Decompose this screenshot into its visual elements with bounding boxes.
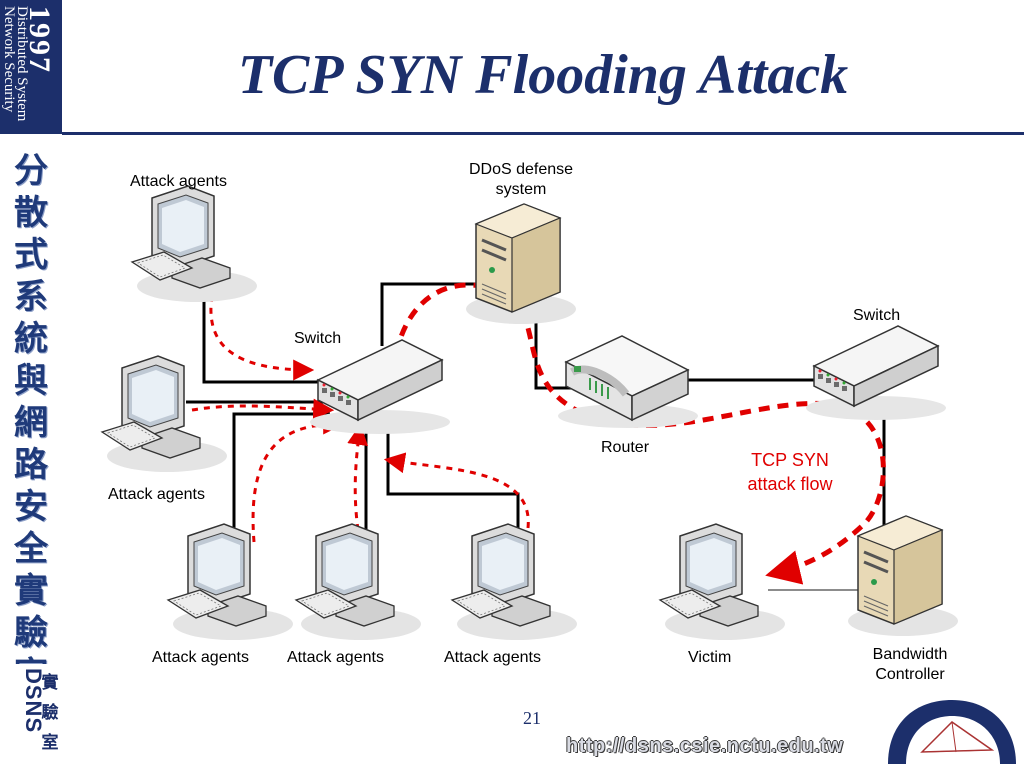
link-switch-ddos (380, 282, 476, 346)
label-ddos-line1: DDoS defense (468, 161, 574, 178)
sidebar-branding: 1997 Distributed System Network Security… (0, 0, 62, 768)
label-attack-agents-mid: Attack agents (108, 486, 205, 503)
label-attack-agents-b1: Attack agents (152, 649, 249, 666)
page-number: 21 (523, 708, 541, 728)
flow-agent-b1 (251, 413, 345, 543)
title-rule (62, 132, 1024, 135)
syn-flow-path (393, 282, 886, 585)
flow-agent-b2 (347, 423, 369, 531)
victim-pc (659, 523, 786, 641)
link-ddos-router (534, 314, 574, 390)
label-bandwidth-controller: Bandwidth Controller (852, 645, 968, 685)
label-ddos-line2: system (495, 181, 547, 198)
label-switch-left: Switch (294, 330, 342, 347)
label-attack-agents-b2: Attack agents (287, 649, 384, 666)
flow-agent-b3 (383, 452, 530, 529)
label-router: Router (601, 439, 650, 456)
slide-title: TCP SYN Flooding Attack (237, 44, 849, 106)
attack-agent-b2-pc (295, 523, 422, 641)
attack-agent-top-pc (131, 185, 258, 303)
lab-cjk-text: 實驗室 (41, 673, 59, 753)
flow-agent-mid (191, 398, 335, 420)
label-victim: Victim (688, 649, 732, 666)
year-banner (0, 0, 62, 134)
label-attack-agents-b3: Attack agents (444, 649, 541, 666)
label-syn-line2: attack flow (747, 474, 833, 494)
ddos-defense-server (464, 202, 578, 326)
label-syn-flow: TCP SYN attack flow (730, 448, 850, 496)
attack-agent-mid-pc (101, 355, 228, 473)
link-agent-b3-switch (386, 418, 520, 532)
switch-left-device (309, 339, 451, 435)
dsns-footer-logo (888, 700, 1016, 764)
label-ddos-defense: DDoS defense system (456, 160, 586, 200)
label-syn-line1: TCP SYN (751, 450, 829, 470)
router-device (558, 336, 698, 428)
attack-agent-b3-pc (451, 523, 578, 641)
link-agent-b1-switch (232, 412, 330, 532)
label-switch-right: Switch (853, 307, 901, 324)
dsns-logo-block (6, 664, 58, 764)
attack-agent-b1-pc (167, 523, 294, 641)
footer-url: http://dsns.csie.nctu.edu.tw (566, 735, 844, 757)
label-bw-line2: Controller (875, 666, 945, 683)
link-agent-top-switch (202, 288, 318, 384)
switch-right-device (805, 325, 947, 421)
label-bw-line1: Bandwidth (872, 646, 948, 663)
label-attack-agents-top: Attack agents (130, 173, 227, 190)
bandwidth-controller-server (846, 514, 960, 638)
